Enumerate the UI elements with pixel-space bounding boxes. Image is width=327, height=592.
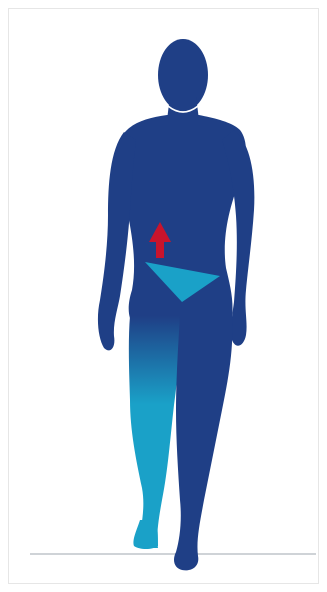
affected-foot xyxy=(133,520,158,549)
healthy-leg xyxy=(174,316,232,570)
affected-leg xyxy=(129,316,180,548)
